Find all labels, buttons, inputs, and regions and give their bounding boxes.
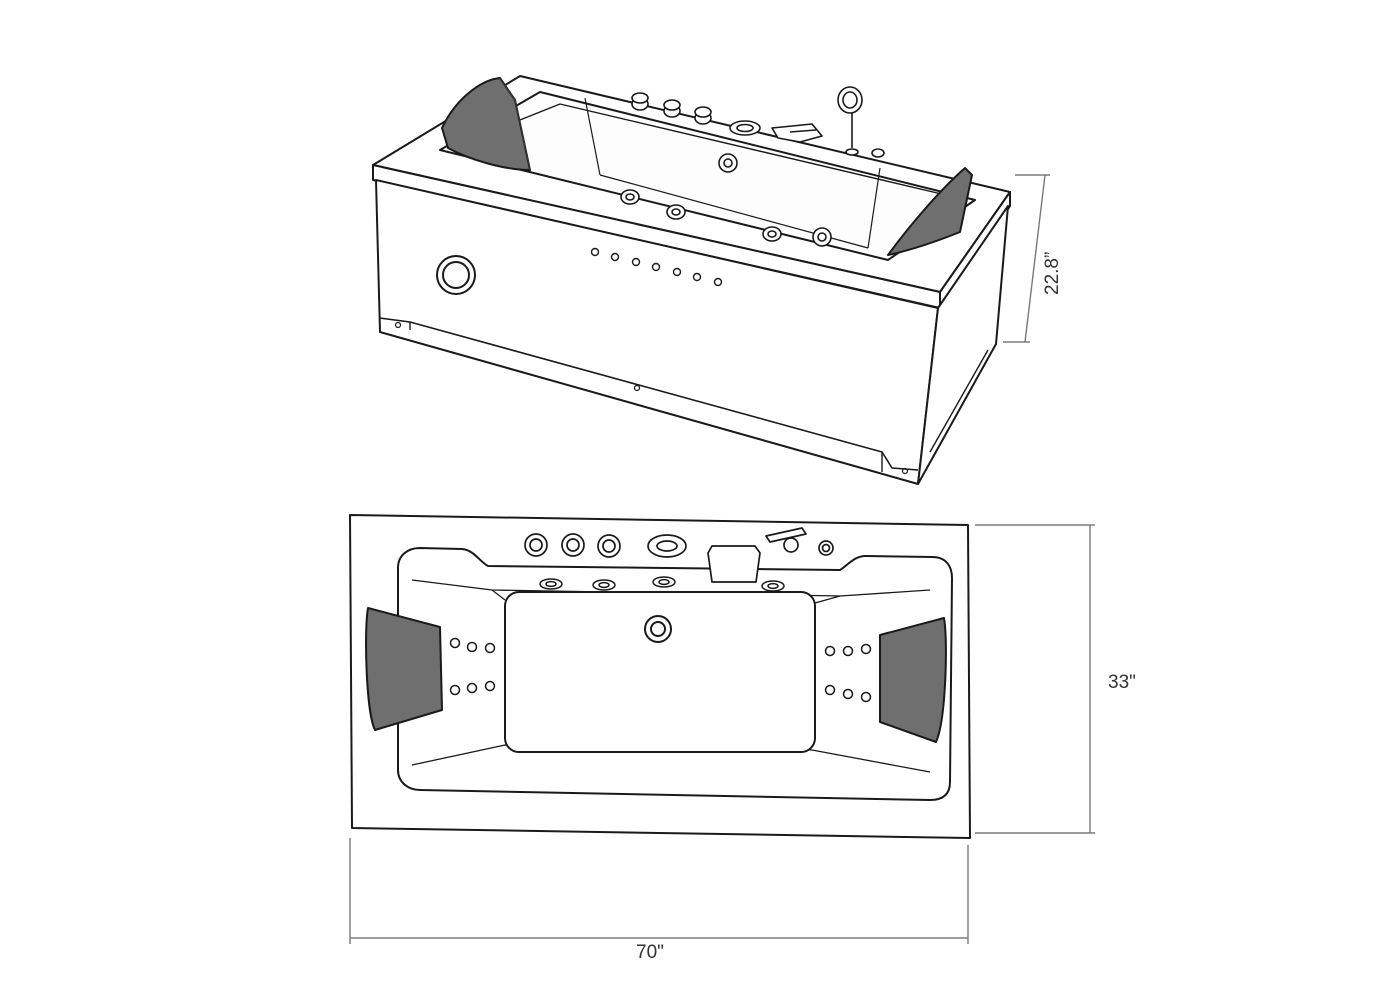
control-panel-oval (647, 534, 687, 558)
right-side-jets (824, 643, 872, 703)
led-dot (672, 267, 682, 277)
jet-nozzle (767, 582, 779, 590)
width-dimension (975, 524, 1095, 834)
control-panel-display (656, 540, 678, 552)
jet-nozzle (545, 580, 557, 588)
led-dot (692, 272, 702, 282)
diverter-knob (818, 540, 834, 556)
rim-controls (631, 86, 885, 158)
basin-jets (620, 153, 832, 247)
control-knob-center (566, 538, 580, 552)
jet-nozzle (817, 232, 827, 242)
control-knob-icon (561, 533, 585, 557)
drain-icon (644, 615, 672, 643)
water-jet-icon (652, 576, 676, 588)
faucet-spout-line (789, 129, 817, 133)
control-knob-top (631, 92, 649, 104)
control-knob-icon (597, 534, 621, 558)
water-jet-icon (860, 691, 872, 703)
water-jet-icon (824, 684, 836, 696)
hand-shower-icon (765, 527, 807, 543)
control-panel-display (736, 123, 754, 133)
slope-corner (814, 595, 841, 604)
waterfall-faucet-icon (771, 123, 823, 143)
end-panel-trim (929, 349, 989, 453)
basin-edge-line (584, 97, 601, 176)
diverter-center (821, 543, 831, 553)
jet-nozzle (671, 208, 681, 216)
headrest-pillow-icon (879, 617, 947, 743)
pillow-seam (499, 77, 531, 171)
water-jet-icon (484, 680, 496, 692)
water-jet-icon (620, 189, 640, 205)
tub-end-panel (917, 205, 1009, 485)
water-jet-icon (449, 637, 461, 649)
water-jet-icon (666, 204, 686, 220)
water-jet-icon (539, 578, 563, 590)
water-jet-icon (718, 153, 738, 173)
jet-nozzle (625, 193, 635, 201)
water-jet-icon (761, 580, 785, 592)
left-side-jets (449, 637, 496, 696)
water-jet-icon (466, 682, 478, 694)
apron-control-button (442, 261, 470, 289)
water-jet-icon (824, 645, 836, 657)
hand-shower-base (845, 148, 859, 156)
shower-holder (783, 537, 799, 553)
led-dot (631, 257, 641, 267)
slope-corner (491, 589, 506, 601)
water-jet-icon (484, 642, 496, 654)
water-jet-icon (842, 688, 854, 700)
jet-nozzle (658, 578, 670, 586)
headrest-pillow-icon (365, 607, 443, 731)
top-rim-controls (524, 527, 834, 583)
water-jet-icon (592, 579, 616, 591)
width-label: 33" (1108, 672, 1136, 693)
led-dot-row (590, 247, 723, 287)
diverter-knob (871, 148, 885, 158)
led-dot (610, 252, 620, 262)
jet-nozzle (723, 158, 733, 168)
water-jet-icon (860, 643, 872, 655)
apron-screw (394, 321, 402, 329)
height-dimension (1003, 174, 1050, 343)
water-jet-icon (842, 645, 854, 657)
basin-floor (504, 591, 816, 753)
length-label: 70" (636, 942, 664, 963)
top-view (349, 514, 971, 839)
headrest-pillow-icon (887, 167, 973, 256)
led-dot (590, 247, 600, 257)
waterfall-faucet-icon (707, 545, 761, 583)
water-jet-icon (812, 227, 832, 247)
height-label: 22.8” (1042, 252, 1063, 295)
control-knob-icon (524, 533, 548, 557)
apron-screw (901, 467, 909, 475)
water-jet-icon (449, 684, 461, 696)
basin-edge-line (867, 167, 881, 249)
jet-nozzle (598, 581, 610, 589)
apron-screw (633, 384, 641, 392)
dimension-line (1024, 174, 1046, 343)
control-knob-top (694, 106, 712, 118)
control-knob-center (529, 538, 543, 552)
water-jet-icon (762, 226, 782, 242)
drain-center (650, 621, 666, 637)
control-knob-center (602, 539, 616, 553)
hand-shower-face (842, 91, 858, 109)
control-knob-top (663, 99, 681, 111)
led-dot (713, 277, 723, 287)
length-dimension (349, 838, 969, 944)
led-dot (651, 262, 661, 272)
water-jet-icon (466, 641, 478, 653)
perspective-view (372, 75, 1011, 485)
top-edge-jets (539, 576, 785, 592)
jet-nozzle (767, 230, 777, 238)
